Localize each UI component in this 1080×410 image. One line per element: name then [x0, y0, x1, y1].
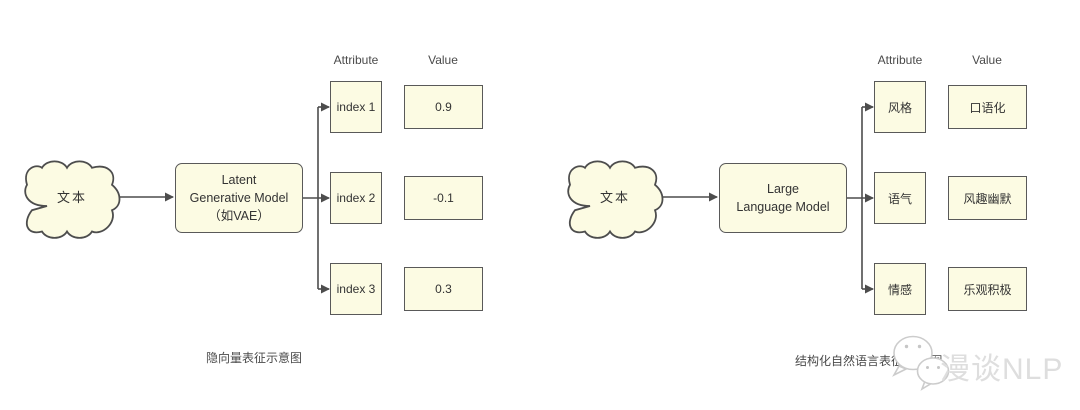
connectors-right [663, 102, 874, 294]
latent-generative-model-box: Latent Generative Model （如VAE） [175, 163, 303, 233]
watermark-text: 漫谈NLP [940, 353, 1064, 386]
attribute-box: 风格 [874, 81, 926, 133]
text-input-cloud-right: 文本 [567, 160, 664, 239]
large-language-model-box: Large Language Model [719, 163, 847, 233]
value-box: 乐观积极 [948, 267, 1027, 311]
attribute-box: index 2 [330, 172, 382, 224]
attribute-box: index 1 [330, 81, 382, 133]
model-name-line: Language Model [736, 200, 830, 214]
model-name-line: Generative Model [189, 190, 289, 205]
cloud-text-label: 文本 [57, 190, 87, 205]
attribute-column-header: Attribute [333, 53, 379, 67]
attribute-column-header: Attribute [877, 53, 923, 67]
value-box: -0.1 [404, 176, 483, 220]
wechat-chat-bubbles-icon [892, 335, 950, 391]
attribute-box: 语气 [874, 172, 926, 224]
model-name-line: Large [767, 181, 799, 196]
connectors-left [119, 102, 330, 294]
value-column-header: Value [428, 53, 458, 67]
value-box: 口语化 [948, 85, 1027, 129]
cloud-text-label: 文本 [600, 190, 630, 205]
attribute-box: index 3 [330, 263, 382, 315]
model-name-line: Latent [221, 172, 257, 187]
value-box: 风趣幽默 [948, 176, 1027, 220]
text-input-cloud-left: 文本 [24, 160, 121, 239]
attribute-box: 情感 [874, 263, 926, 315]
model-name-line: （如VAE） [208, 209, 270, 224]
left-diagram-caption: 隐向量表征示意图 [205, 351, 302, 365]
value-box: 0.3 [404, 267, 483, 311]
value-column-header: Value [972, 53, 1002, 67]
value-box: 0.9 [404, 85, 483, 129]
